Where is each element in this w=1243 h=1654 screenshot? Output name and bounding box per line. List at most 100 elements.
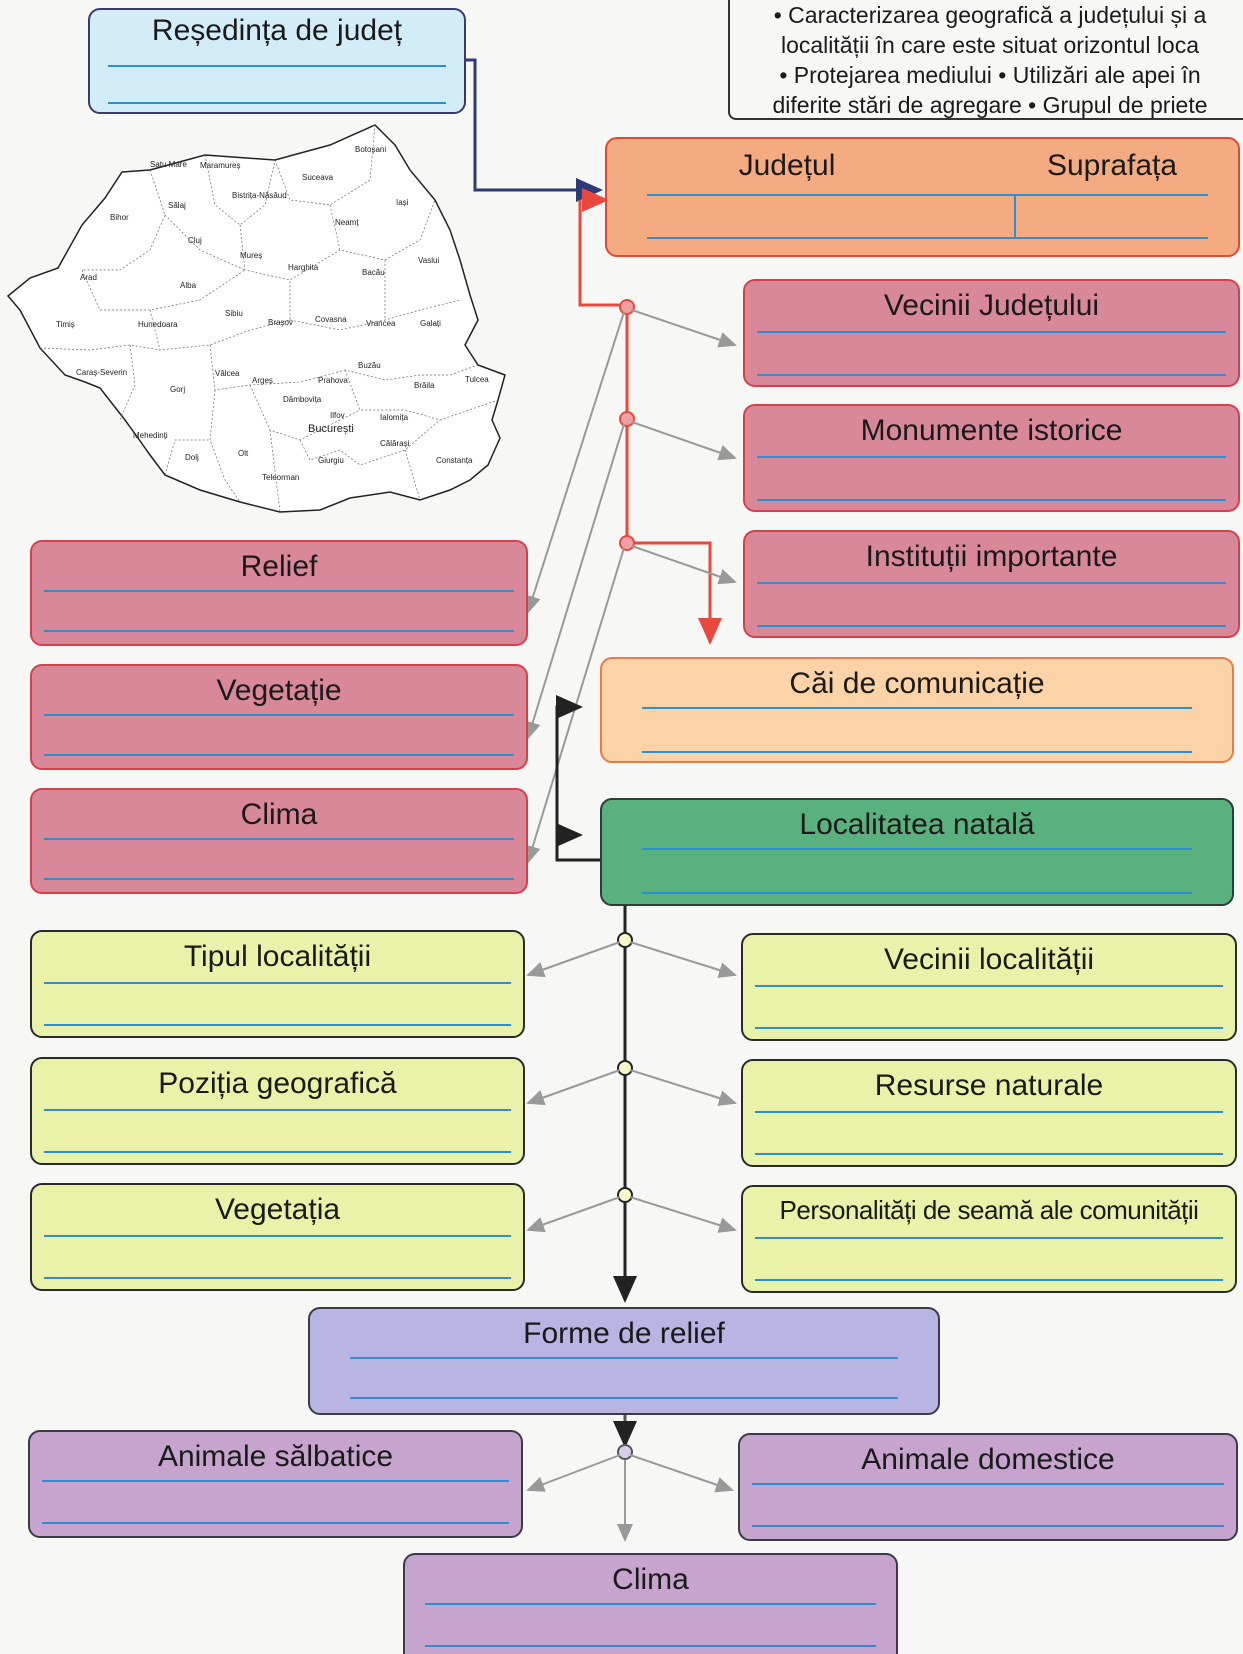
- county-salaj: Sălaj: [168, 201, 186, 210]
- box-animale-salbatice: Animale sălbatice: [28, 1430, 523, 1538]
- note-line-2: localității în care este situat orizontu…: [780, 32, 1200, 58]
- blank-line[interactable]: [755, 1237, 1223, 1239]
- connector-red-spine: [578, 200, 722, 645]
- blank-line[interactable]: [757, 374, 1226, 376]
- county-satu-mare: Satu Mare: [150, 160, 187, 169]
- blank-line[interactable]: [642, 848, 1192, 850]
- blank-line[interactable]: [755, 1279, 1223, 1281]
- county-gorj: Gorj: [170, 385, 185, 394]
- table-divider: [1014, 194, 1016, 237]
- blank-line[interactable]: [42, 1480, 509, 1482]
- county-ialomita: Ialomița: [380, 413, 409, 422]
- blank-line[interactable]: [642, 751, 1192, 753]
- blank-line[interactable]: [642, 707, 1192, 709]
- box-cai-comunicatie: Căi de comunicație: [600, 657, 1234, 763]
- county-sibiu: Sibiu: [225, 309, 243, 318]
- blank-line[interactable]: [44, 838, 514, 840]
- blank-line[interactable]: [44, 1109, 511, 1111]
- blank-line[interactable]: [44, 1151, 511, 1153]
- blank-line[interactable]: [42, 1522, 509, 1524]
- label-clima-judet: Clima: [240, 798, 318, 831]
- county-dambovita: Dâmbovița: [283, 395, 322, 404]
- box-localitatea-natala: Localitatea natală: [600, 798, 1234, 906]
- blank-line[interactable]: [44, 714, 514, 716]
- county-mehedinti: Mehedinți: [133, 431, 168, 440]
- box-personalitati: Personalități de seamă ale comunității: [741, 1185, 1237, 1293]
- blank-line[interactable]: [350, 1357, 898, 1359]
- county-covasna: Covasna: [315, 315, 347, 324]
- county-bistrita-nasaud: Bistrița-Năsăud: [232, 191, 287, 200]
- label-animale-salbatice: Animale sălbatice: [157, 1440, 394, 1473]
- county-galati: Galați: [420, 319, 441, 328]
- blank-line[interactable]: [44, 1277, 511, 1279]
- blank-line[interactable]: [44, 1235, 511, 1237]
- label-localitatea-natala: Localitatea natală: [799, 808, 1035, 841]
- blank-line[interactable]: [757, 331, 1226, 333]
- blank-line[interactable]: [44, 754, 514, 756]
- label-resurse-naturale: Resurse naturale: [874, 1069, 1104, 1102]
- box-relief: Relief: [30, 540, 528, 646]
- blank-line[interactable]: [350, 1397, 898, 1399]
- blank-line[interactable]: [44, 878, 514, 880]
- county-bacau: Bacău: [362, 268, 385, 277]
- blank-line[interactable]: [757, 499, 1226, 501]
- county-arad: Arad: [80, 273, 97, 282]
- county-labels: Satu Mare Maramureș Botoșani Suceava Bih…: [56, 145, 489, 482]
- blank-line[interactable]: [44, 630, 514, 632]
- label-suprafata: Suprafața: [1046, 149, 1178, 182]
- blank-line[interactable]: [752, 1525, 1224, 1527]
- box-institutii: Instituții importante: [743, 530, 1240, 638]
- box-vegetatie: Vegetație: [30, 664, 528, 770]
- romania-county-map: Satu Mare Maramureș Botoșani Suceava Bih…: [6, 124, 506, 513]
- blank-line[interactable]: [757, 625, 1226, 627]
- county-valcea: Vâlcea: [215, 369, 240, 378]
- county-suceava: Suceava: [302, 173, 334, 182]
- label-vecinii-judetului: Vecinii Județului: [883, 289, 1100, 322]
- blank-line[interactable]: [44, 982, 511, 984]
- label-relief: Relief: [240, 550, 318, 583]
- blank-line[interactable]: [642, 892, 1192, 894]
- county-harghita: Harghita: [288, 263, 319, 272]
- county-borders: [39, 124, 499, 513]
- county-vrancea: Vrancea: [366, 319, 396, 328]
- box-clima-localitate: Clima: [403, 1553, 898, 1654]
- blank-line[interactable]: [757, 582, 1226, 584]
- county-cluj: Cluj: [188, 236, 202, 245]
- box-pozitia-geografica: Poziția geografică: [30, 1057, 525, 1165]
- blank-line[interactable]: [425, 1645, 876, 1647]
- blank-line[interactable]: [647, 194, 1208, 196]
- county-arges: Argeș: [252, 376, 273, 385]
- blank-line[interactable]: [647, 237, 1208, 239]
- label-cai-comunicatie: Căi de comunicație: [789, 667, 1045, 700]
- box-vecinii-judetului: Vecinii Județului: [743, 279, 1240, 387]
- blank-line[interactable]: [755, 1027, 1223, 1029]
- blank-line[interactable]: [752, 1483, 1224, 1485]
- county-ilfov: Ilfov: [330, 411, 345, 420]
- blank-line[interactable]: [425, 1603, 876, 1605]
- county-calarasi: Călărași: [380, 439, 410, 448]
- label-institutii: Instituții importante: [865, 540, 1118, 573]
- label-monumente: Monumente istorice: [860, 414, 1123, 447]
- county-maramures: Maramureș: [200, 161, 240, 170]
- blank-line[interactable]: [44, 590, 514, 592]
- label-resedinta: Reședința de județ: [151, 14, 403, 47]
- blank-line[interactable]: [108, 102, 446, 104]
- label-judetul: Județul: [738, 149, 836, 182]
- blank-line[interactable]: [108, 65, 446, 67]
- county-hunedoara: Hunedoara: [138, 320, 178, 329]
- box-monumente: Monumente istorice: [743, 404, 1240, 512]
- county-buzau: Buzău: [358, 361, 381, 370]
- county-mures: Mureș: [240, 251, 262, 260]
- blank-line[interactable]: [755, 985, 1223, 987]
- blank-line[interactable]: [757, 456, 1226, 458]
- county-braila: Brăila: [414, 381, 435, 390]
- blank-line[interactable]: [755, 1153, 1223, 1155]
- county-teleorman: Teleorman: [262, 473, 299, 482]
- blank-line[interactable]: [44, 1024, 511, 1026]
- label-animale-domestice: Animale domestice: [861, 1443, 1115, 1476]
- blank-line[interactable]: [755, 1111, 1223, 1113]
- county-neamt: Neamț: [335, 218, 359, 227]
- note-line-1: • Caracterizarea geografică a județului …: [773, 2, 1207, 28]
- lesson-topics-note: • Caracterizarea geografică a județului …: [728, 0, 1243, 120]
- label-clima-localitate: Clima: [612, 1563, 689, 1596]
